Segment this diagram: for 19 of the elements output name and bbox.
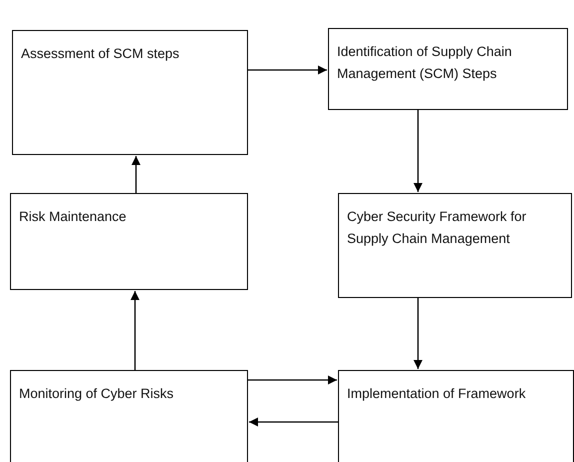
box-label: Monitoring of Cyber Risks	[19, 385, 175, 403]
process-box	[10, 370, 248, 462]
arrow	[249, 417, 338, 427]
process-box	[328, 28, 568, 110]
process-box	[338, 193, 572, 298]
box-label: Cyber Security Framework for Supply Chain Management	[347, 208, 528, 248]
process-box	[338, 370, 574, 462]
box-label: Assessment of SCM steps	[21, 45, 180, 63]
process-box	[12, 30, 248, 155]
arrow	[413, 110, 423, 192]
arrow	[248, 375, 337, 385]
box-label: Identification of Supply Chain Management (SCM) Steps	[337, 43, 513, 83]
arrow	[130, 291, 140, 370]
arrow	[248, 65, 327, 75]
box-label: Implementation of Framework	[347, 385, 527, 403]
arrow	[131, 156, 141, 193]
arrow	[413, 298, 423, 369]
box-label: Risk Maintenance	[19, 208, 128, 226]
process-box	[10, 193, 248, 290]
